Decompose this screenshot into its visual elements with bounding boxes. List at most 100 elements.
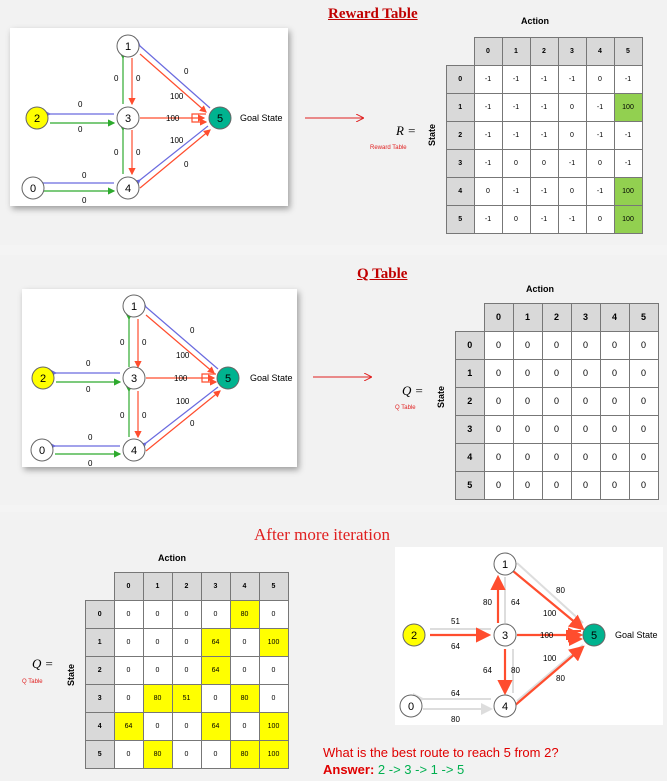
route-edge-5-to-5	[566, 630, 583, 646]
column-header: 2	[171, 572, 202, 601]
node-0: 0	[21, 176, 45, 200]
iteration-title: After more iteration	[254, 525, 390, 544]
table-cell: 64	[113, 711, 144, 741]
table-cell: 0	[628, 442, 659, 472]
table-cell: 0	[473, 176, 503, 206]
node-2: 2	[402, 623, 426, 647]
table-cell: 0	[570, 470, 601, 500]
table-cell: 0	[541, 330, 572, 360]
column-header: 0	[483, 303, 514, 332]
table-cell: -1	[557, 64, 587, 94]
answer-line: Answer: 2 -> 3 -> 1 -> 5	[323, 762, 464, 777]
table-cell: -1	[585, 120, 615, 150]
table-cell: -1	[529, 120, 559, 150]
edge-5-to-4	[139, 386, 219, 450]
table-cell: -1	[613, 148, 643, 178]
node-label: 1	[131, 301, 137, 313]
table-cell: 0	[570, 386, 601, 416]
edge-label: 0	[86, 359, 91, 368]
node-label: 3	[131, 373, 137, 385]
answer-route: 2 -> 3 -> 1 -> 5	[377, 762, 465, 777]
table-corner	[86, 573, 115, 601]
row-header: 3	[446, 148, 475, 178]
edge-5-to-4	[133, 125, 209, 187]
table-cell: -1	[613, 120, 643, 150]
table-cell: 0	[483, 330, 514, 360]
table-cell: 0	[200, 599, 231, 629]
table-cell: 0	[142, 655, 173, 685]
table-cell: 0	[541, 442, 572, 472]
table-cell: 0	[113, 683, 144, 713]
edge-label: 100	[543, 654, 557, 663]
table-cell: 80	[142, 683, 173, 713]
table-cell: 0	[599, 386, 630, 416]
final-graph-panel: 80 80 64 100 51 64 100 64 80 100 80 64 8…	[395, 547, 663, 725]
column-header: 5	[258, 572, 289, 601]
table-cell: 0	[483, 358, 514, 388]
table-cell: 0	[512, 470, 543, 500]
row-header: 2	[446, 120, 475, 150]
table-cell: 0	[628, 414, 659, 444]
table-cell: 0	[541, 470, 572, 500]
answer-label: Answer:	[323, 762, 375, 777]
table-cell: 0	[628, 470, 659, 500]
edge-label: 100	[540, 631, 554, 640]
table-cell: 80	[229, 683, 260, 713]
table-cell: 0	[501, 148, 531, 178]
table-cell: 0	[483, 386, 514, 416]
table-cell: -1	[613, 64, 643, 94]
row-header: 5	[455, 470, 485, 500]
q-action-label: Action	[526, 284, 554, 294]
node-1: 1	[116, 34, 140, 58]
table-cell: -1	[529, 204, 559, 234]
table-cell: 100	[258, 711, 289, 741]
reward-graph: 0 0 0 100 0 0 100 0 0 100 0 0 0 1 2 3 0 …	[21, 34, 283, 205]
goal-state-label: Goal State	[240, 113, 283, 123]
table-cell: 0	[258, 599, 289, 629]
table-cell: 0	[229, 627, 260, 657]
edge-label: 0	[114, 148, 119, 157]
table-cell: 0	[570, 358, 601, 388]
column-header: 1	[142, 572, 173, 601]
table-cell: 100	[258, 739, 289, 769]
node-2: 2	[31, 366, 55, 390]
node-label: 4	[125, 183, 131, 195]
node-label: 0	[30, 183, 36, 195]
row-header: 0	[85, 599, 115, 629]
route-edge-1-to-5	[512, 570, 585, 631]
table-cell: 0	[585, 64, 615, 94]
row-header: 1	[455, 358, 485, 388]
edge-label: 64	[451, 689, 460, 698]
q-graph-panel: 0 0 0 100 0 0 100 0 0 100 0 0 0 1 2 3 0 …	[22, 289, 297, 468]
edge-label: 0	[184, 160, 189, 169]
table-cell: 0	[599, 358, 630, 388]
edge-label: 0	[184, 67, 189, 76]
table-cell: 80	[142, 739, 173, 769]
edge-5-to-5	[201, 373, 218, 386]
q-matrix-symbol: Q =	[402, 383, 424, 398]
table-cell: 0	[628, 358, 659, 388]
table-cell: 0	[512, 386, 543, 416]
row-header: 0	[455, 330, 485, 360]
table-cell: 64	[200, 655, 231, 685]
node-1: 1	[493, 552, 517, 576]
edge-label: 0	[136, 74, 141, 83]
table-cell: 0	[628, 386, 659, 416]
final-matrix-symbol: Q =	[32, 656, 54, 671]
column-header: 4	[599, 303, 630, 332]
node-5-goal: 5	[216, 366, 240, 390]
table-cell: -1	[501, 92, 531, 122]
row-header: 2	[455, 386, 485, 416]
table-cell: 0	[529, 148, 559, 178]
q-state-label: State	[436, 385, 447, 409]
table-cell: 0	[229, 655, 260, 685]
